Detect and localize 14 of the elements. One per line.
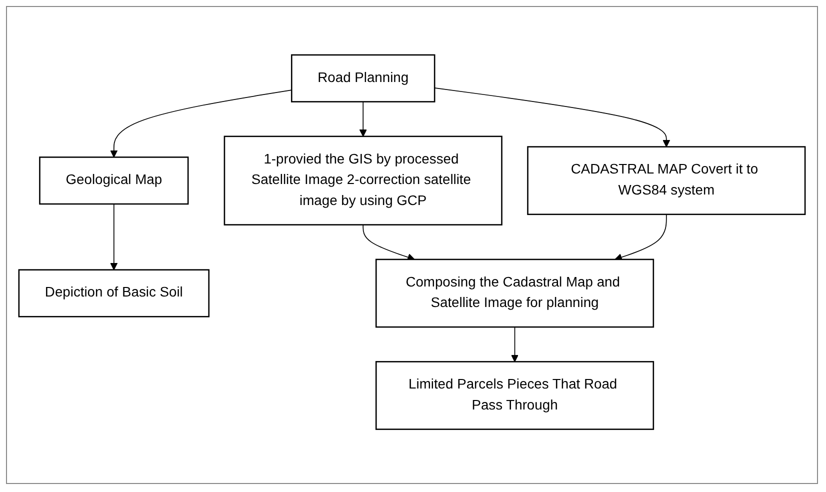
arrow — [110, 204, 118, 271]
node-box: Limited Parcels Pieces That Road Pass Through — [375, 361, 654, 430]
arrow — [434, 88, 670, 148]
node-box: CADASTRAL MAP Covert it to WGS84 system — [527, 146, 806, 216]
node-box: 1-provied the GIS by processed Satellite Image 2-correction satellite image by using GCP — [224, 136, 502, 226]
arrow — [110, 90, 292, 158]
arrow — [362, 224, 415, 262]
arrow — [359, 102, 367, 138]
arrow — [614, 214, 667, 262]
arrow — [510, 326, 519, 362]
node-box: Geological Map — [39, 156, 189, 206]
node-box: Depiction of Basic Soil — [18, 270, 210, 318]
node-box: Road Planning — [290, 54, 436, 103]
node-box: Composing the Cadastral Map and Satellite Image for planning — [375, 259, 654, 328]
